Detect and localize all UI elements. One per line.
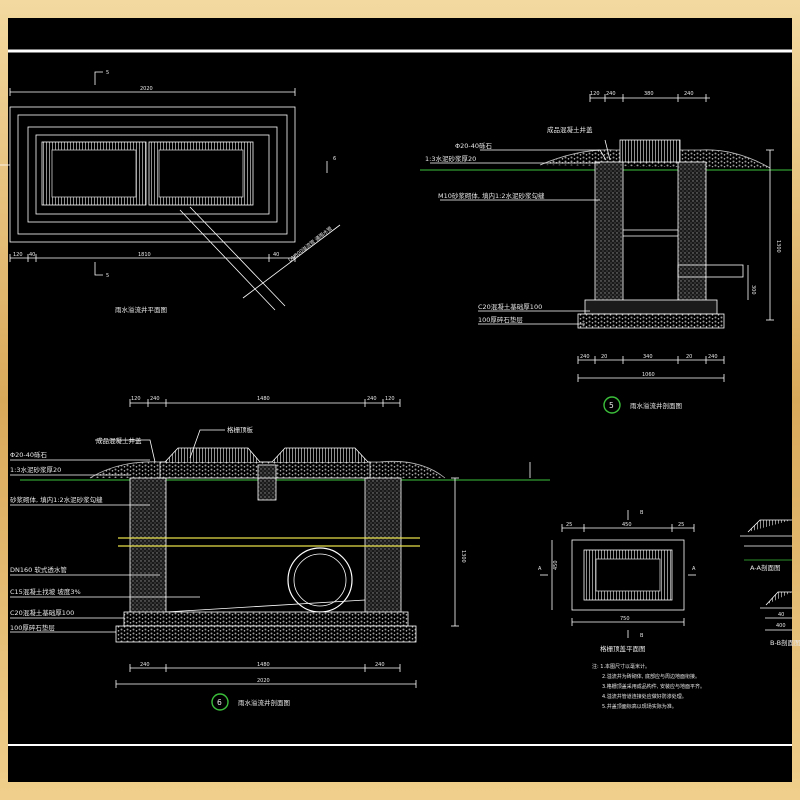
grate-mark-a-right: A [692,566,696,572]
s6-top-dim-5: 120 [385,396,395,402]
plan-dim-2: 40 [29,252,35,258]
grate-sections [740,519,792,631]
s6-label-cover: 成品混凝土井盖 [96,436,142,445]
notes-block: 注: 1.本图尺寸以毫米计。 2.溢流井为砖砌体, 底部应与周边地面衔接。 3.… [592,663,705,710]
s5-caption: 雨水溢流井剖面图 [630,401,682,410]
plan-caption: 雨水溢流井平面图 [115,305,167,314]
s6-bottom-dim-3: 240 [375,662,385,668]
plan-dim-1: 120 [13,252,23,258]
s5-label-masonry: M10砂浆砌体, 填内1:2水泥砂浆勾缝 [438,191,545,200]
s6-top-dim-3: 1480 [257,396,270,402]
grate-top-dim-3: 25 [678,522,684,528]
note-line-4: 4.溢流井管道连接处应做好防渗处理。 [602,693,687,700]
grate-bottom-dim: 750 [620,616,630,622]
grate-mark-b-top: B [640,510,644,516]
s6-number-circle [211,693,229,711]
s5-top-dim-4: 240 [684,91,694,97]
s5-bottom-total: 1060 [642,372,655,378]
s5-label-base: C20混凝土基础厚100 [478,302,542,311]
s6-label-mortar: 1:3水泥砂浆厚20 [10,465,61,474]
plan-top-dim: 2020 [140,86,153,92]
s6-label-grate: 格栅顶板 [227,425,254,434]
grate-sec-dim-2: 400 [776,623,786,629]
s5-label-mortar: 1:3水泥砂浆厚20 [425,154,476,163]
note-line-1: 注: 1.本图尺寸以毫米计。 [592,663,650,670]
s5-bottom-dim-3: 340 [643,354,653,360]
s5-number-circle [603,396,621,414]
grate-mark-a-left: A [538,566,542,572]
plan-dim-3: 1810 [138,252,151,258]
s5-height-dim-1: 1300 [775,240,781,253]
s5-label-cushion: 100厚碎石垫层 [478,315,523,324]
plan-dim-4: 40 [273,252,279,258]
note-line-3: 3.格栅顶盖采用成品构件, 安装应与地面平齐。 [602,683,705,690]
s6-label-pipe: DN160 软式透水管 [10,565,67,574]
bb-section-label: B-B剖面图 [770,638,800,647]
grate-top-dim-1: 25 [566,522,572,528]
aa-section-label: A-A剖面图 [750,563,780,572]
s5-label-cover: 成品混凝土井盖 [547,125,593,134]
grate-top-dim-2: 450 [622,522,632,528]
grate-sec-dim-1: 40 [778,612,784,618]
plan-section-mark-top: 5 [106,70,109,76]
s5-bottom-dim-2: 20 [601,354,607,360]
grate-mark-b-bottom: B [640,633,644,639]
s5-bottom-dim-4: 20 [686,354,692,360]
s6-top-dim-4: 240 [367,396,377,402]
note-line-2: 2.溢流井为砖砌体, 底部应与周边地面衔接。 [602,673,700,680]
s5-top-dim-2: 240 [606,91,616,97]
s6-label-base: C20混凝土基础厚100 [10,608,74,617]
s5-top-dim-3: 380 [644,91,654,97]
s6-label-masonry: 砂浆砌体, 填内1:2水泥砂浆勾缝 [10,495,103,504]
grate-caption: 格栅顶盖平面图 [600,644,646,653]
s6-label-gravel: Φ20-40砾石 [10,451,48,459]
s5-height-dim-2: 300 [750,285,756,295]
s6-top-dim-2: 240 [150,396,160,402]
s6-label-slope: C15混凝土找坡 坡度3% [10,587,81,596]
sheet-border [8,49,792,746]
grate-side-dim: 450 [553,560,559,570]
s5-number: 5 [609,401,614,410]
plan-pipe-label: DN300溢流管 通雨水管 [287,225,334,264]
s6-total-dim: 2020 [257,678,270,684]
s5-label-gravel: Φ20-40砾石 [455,142,493,150]
s6-number: 6 [217,698,222,707]
s6-caption: 雨水溢流井剖面图 [238,698,290,707]
s6-top-dim-1: 120 [131,396,141,402]
section-6 [10,399,550,688]
s6-bottom-dim-1: 240 [140,662,150,668]
note-line-5: 5.井盖顶面标高以现场实际为准。 [602,703,677,710]
plan-view [0,71,341,311]
s6-bottom-dim-2: 1480 [257,662,270,668]
s5-bottom-dim-1: 240 [580,354,590,360]
s6-height-dim: 1300 [460,550,466,563]
plan-section-mark-bottom: 5 [106,273,109,279]
s6-label-cushion: 100厚碎石垫层 [10,623,55,632]
section-5 [420,94,792,382]
plan-side-mark: 6 [333,156,336,162]
s5-bottom-dim-5: 240 [708,354,718,360]
s5-top-dim-1: 120 [590,91,600,97]
grate-plan [540,510,696,638]
